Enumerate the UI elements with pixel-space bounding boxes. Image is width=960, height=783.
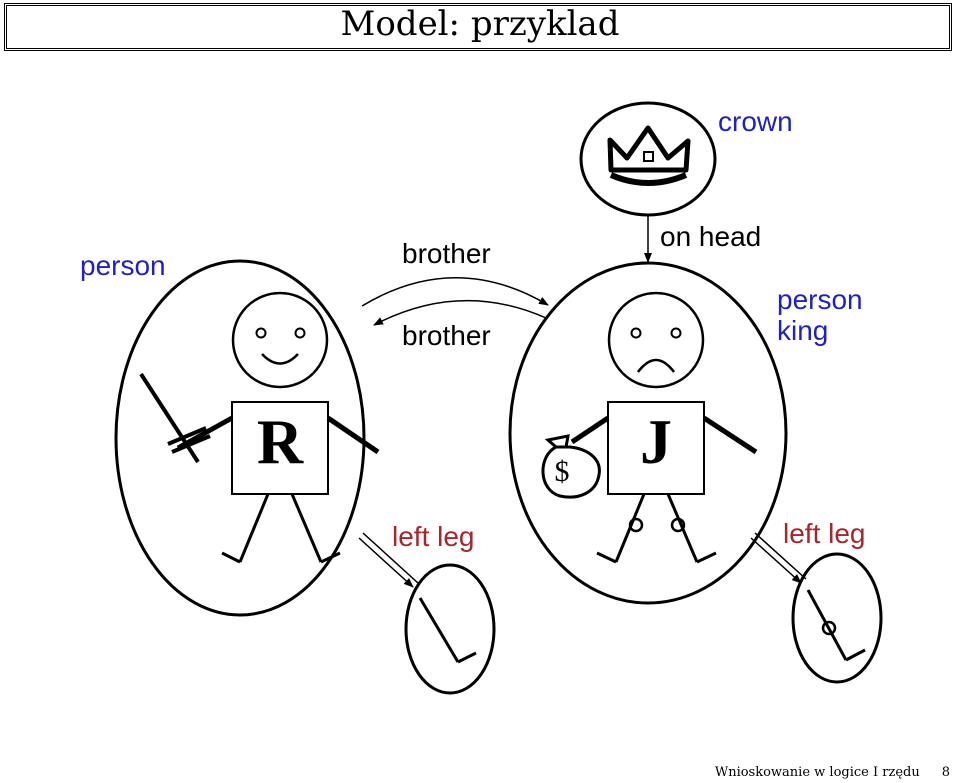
page-number: 8 <box>941 765 950 780</box>
richard-letter: R <box>257 406 304 477</box>
page-title: Model: przyklad <box>340 4 620 44</box>
sword-icon <box>139 372 211 464</box>
dollar-sign: $ <box>555 455 570 488</box>
person-label-right: person <box>777 284 863 315</box>
richard-object: R <box>114 259 380 617</box>
john-head <box>607 291 705 389</box>
footer: Wnioskowanie w logice I rzędu 8 <box>715 765 950 780</box>
on-head-label: on head <box>660 221 761 252</box>
brother-label-bottom: brother <box>402 320 491 351</box>
left-leg-arrow-1 <box>358 532 419 588</box>
john-object: J $ <box>508 261 788 605</box>
richard-head <box>231 291 329 389</box>
left-leg-label-1: left leg <box>392 521 475 552</box>
person-label-left: person <box>80 250 166 281</box>
king-label: king <box>777 315 828 346</box>
crown-icon <box>607 125 691 186</box>
smile <box>261 353 299 365</box>
money-bag-icon: $ <box>541 434 601 499</box>
john-body <box>607 401 705 495</box>
richard-left-leg-object <box>404 563 496 695</box>
brother-label-top: brother <box>402 238 491 269</box>
crown-object <box>579 101 717 217</box>
left-leg-label-2: left leg <box>783 518 866 549</box>
frown <box>637 358 675 373</box>
brother-arrow-top <box>361 277 549 307</box>
crown-label: crown <box>718 106 793 137</box>
brother-arrow-bottom <box>373 299 547 326</box>
richard-body <box>231 401 329 495</box>
john-left-leg-object <box>791 552 883 684</box>
footer-text: Wnioskowanie w logice I rzędu <box>714 765 920 780</box>
left-leg-arrow-2 <box>750 532 807 584</box>
john-letter: J <box>640 406 672 477</box>
title-frame <box>4 3 952 51</box>
